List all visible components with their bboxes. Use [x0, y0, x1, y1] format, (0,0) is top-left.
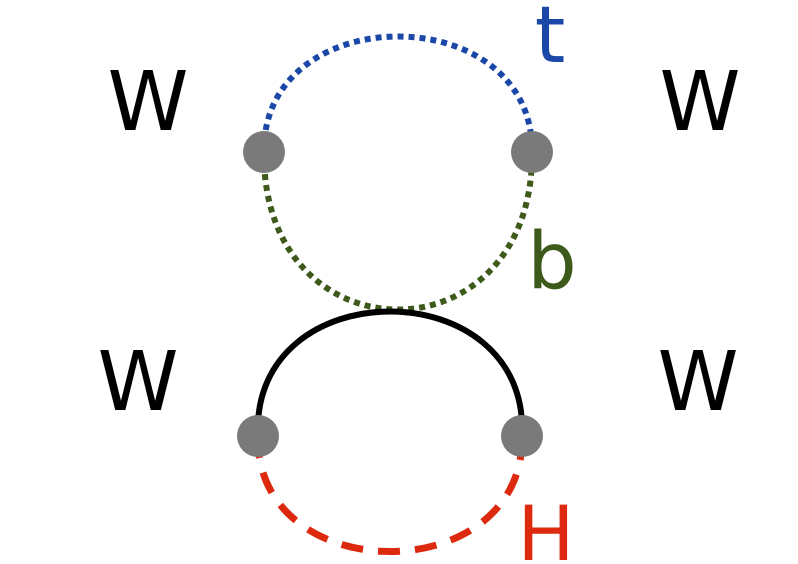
higgs-label: H	[517, 489, 574, 564]
diagram-top-loop: W W t b	[32, 0, 783, 313]
bottom-quark-propagator	[260, 151, 536, 313]
left-vertex	[243, 131, 285, 173]
incoming-w-label: W	[107, 55, 188, 150]
right-vertex	[511, 131, 553, 173]
w-boson-propagator	[254, 308, 526, 437]
higgs-propagator	[254, 435, 526, 555]
diagram-bottom-loop: W W H	[22, 308, 772, 564]
outgoing-w-label: W	[657, 335, 738, 430]
left-vertex	[237, 415, 279, 457]
outgoing-w-label: W	[659, 55, 740, 150]
right-vertex	[501, 415, 543, 457]
top-quark-propagator	[260, 33, 536, 153]
incoming-w-label: W	[97, 335, 178, 430]
bottom-quark-label: b	[527, 217, 577, 307]
top-quark-label: t	[535, 0, 566, 81]
